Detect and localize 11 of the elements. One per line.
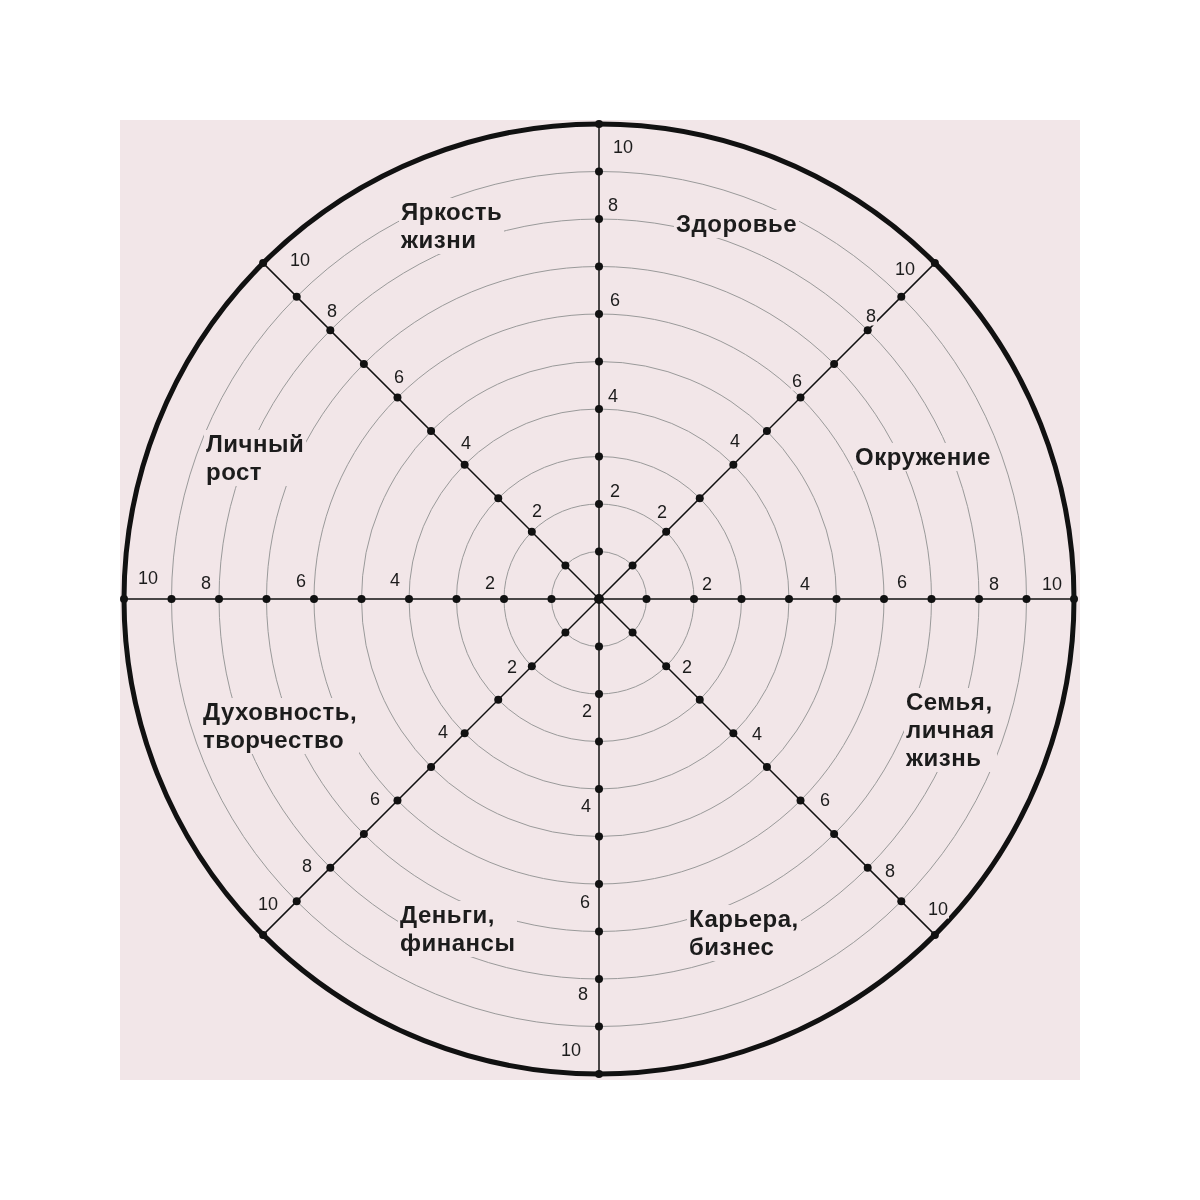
sector-label: Здоровье bbox=[674, 210, 800, 238]
scale-number: 8 bbox=[865, 306, 877, 326]
scale-number: 6 bbox=[791, 371, 803, 391]
sector-label: Яркость жизни bbox=[399, 198, 505, 254]
sector-label: Личный рост bbox=[204, 430, 307, 486]
sector-label: Духовность, творчество bbox=[201, 698, 360, 754]
sector-label: Семья, личная жизнь bbox=[904, 688, 997, 772]
scale-number: 10 bbox=[927, 899, 949, 919]
sector-label: Карьера, бизнес bbox=[687, 905, 801, 961]
sector-label: Деньги, финансы bbox=[398, 901, 518, 957]
sector-label: Окружение bbox=[853, 443, 993, 471]
